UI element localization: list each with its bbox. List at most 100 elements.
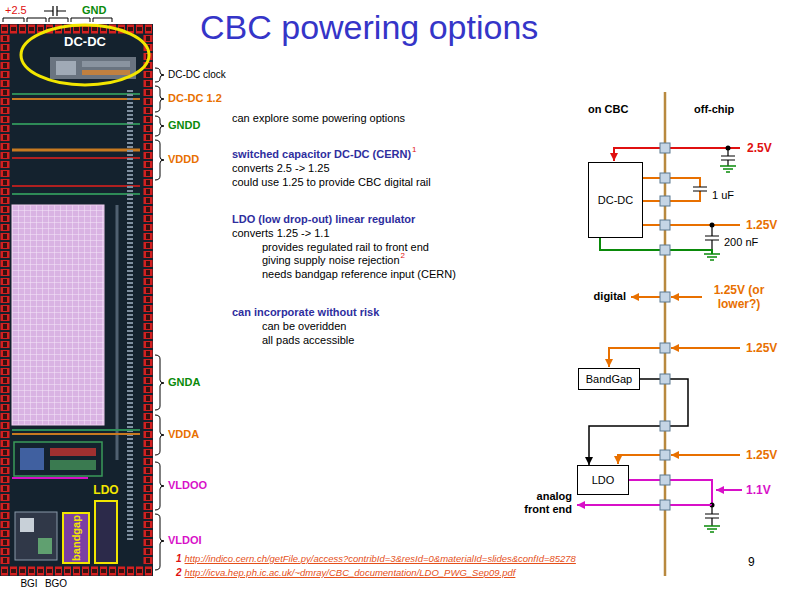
ground-symbol xyxy=(704,254,720,260)
chip-pad xyxy=(660,173,670,183)
supply-wire xyxy=(614,148,740,161)
pad-group-name: VDDA xyxy=(168,428,199,441)
frontend-circuit xyxy=(50,448,96,456)
slide-title: CBC powering options xyxy=(200,7,538,47)
page-number: 9 xyxy=(748,555,755,569)
pin-name: GND xyxy=(82,4,106,17)
regulated-wire xyxy=(577,504,712,506)
metal-track xyxy=(12,123,140,125)
rail-name: analog front end xyxy=(516,490,572,516)
node-label: BandGap xyxy=(586,373,632,385)
ldo-block-outline: LDO xyxy=(94,500,118,564)
pin-name: +2.5 xyxy=(5,4,27,17)
metal-track xyxy=(12,149,140,152)
footnote-number: 1 xyxy=(176,553,182,565)
capacitor-symbol xyxy=(721,148,735,166)
metal-track xyxy=(12,477,88,479)
pad-column xyxy=(144,35,153,565)
pad-row xyxy=(1,567,153,576)
supply-wire xyxy=(671,454,740,456)
chip-pad xyxy=(660,421,670,431)
ground-symbol xyxy=(704,526,720,532)
region-ellipse-outline xyxy=(21,25,149,85)
node-label: bandgap xyxy=(70,515,82,561)
capacitor-symbol xyxy=(705,505,719,526)
capacitor-value: 1 uF xyxy=(712,189,734,202)
pad-name: BGO xyxy=(45,578,67,590)
pad-group-name: VLDOI xyxy=(168,534,202,547)
column-heading: off-chip xyxy=(694,103,734,116)
voltage-label: 1.25V xyxy=(746,341,777,355)
pin-bracket xyxy=(3,18,112,22)
footnote-mark: 1 xyxy=(412,145,416,155)
frontend-circuit xyxy=(20,448,44,470)
dcdc-circuit xyxy=(56,61,76,75)
node-label: LDO xyxy=(592,474,615,486)
metal-track xyxy=(12,98,140,100)
metal-track xyxy=(12,429,140,431)
note-text: converts 2.5 -> 1.25 xyxy=(232,162,330,175)
chip-pad xyxy=(660,245,670,255)
note-text: can be overidden xyxy=(262,320,346,333)
chip-pad xyxy=(660,475,670,485)
supply-wire xyxy=(643,178,700,201)
supply-wire xyxy=(609,348,660,367)
metal-track xyxy=(12,157,140,159)
regulated-wire xyxy=(716,489,742,491)
pad-group-name: DC-DC clock xyxy=(168,69,226,81)
metal-track xyxy=(12,185,140,187)
bandgap-box: BandGap xyxy=(578,368,640,390)
reference-connector xyxy=(589,379,688,465)
supply-wire xyxy=(671,296,702,298)
metal-track xyxy=(127,90,133,540)
rail-name: digital xyxy=(594,290,626,303)
voltage-label: 1.25V xyxy=(746,218,777,232)
chip-pad xyxy=(660,196,670,206)
voltage-label: 1.1V xyxy=(746,483,771,497)
capacitor-value: 200 nF xyxy=(724,236,758,249)
pad-column xyxy=(146,35,150,565)
note-text: giving supply noise rejection xyxy=(262,254,400,267)
column-heading: on CBC xyxy=(588,103,628,116)
node-label: DC-DC xyxy=(598,194,633,206)
ldo-box: LDO xyxy=(577,465,629,495)
frontend-circuit xyxy=(50,460,96,470)
node-label: DC-DC xyxy=(62,34,108,49)
capacitor-symbol xyxy=(44,6,66,16)
section-heading: can incorporate without risk xyxy=(232,306,379,319)
supply-wire xyxy=(631,296,660,298)
pad-group-name: GNDA xyxy=(168,376,200,389)
chip-pad xyxy=(660,292,670,302)
note-text: could use 1.25 to provide CBC digital ra… xyxy=(232,176,431,189)
note-text: can explore some powering options xyxy=(232,112,405,125)
footnote-mark: 2 xyxy=(401,251,405,261)
voltage-label: 1.25V xyxy=(746,448,777,462)
chip-pad xyxy=(660,374,670,384)
chip-pad xyxy=(660,343,670,353)
pad-name: BGI xyxy=(20,578,37,590)
footnote-number: 2 xyxy=(176,567,182,579)
capacitor-symbol xyxy=(705,225,719,250)
dcdc-circuit xyxy=(50,57,136,79)
pad-row xyxy=(1,27,153,31)
supply-wire xyxy=(618,455,660,464)
metal-track xyxy=(12,193,140,195)
footnote-link: http://icva.hep.ph.ic.ac.uk/~dmray/CBC_d… xyxy=(185,567,516,578)
pad-column xyxy=(3,35,7,565)
voltage-label: 2.5V xyxy=(747,141,772,155)
bandgap-block-outline: bandgap xyxy=(62,512,90,564)
section-heading: LDO (low drop-out) linear regulator xyxy=(232,213,415,226)
pad-column xyxy=(1,35,10,565)
pad-bracket xyxy=(155,68,164,570)
voltage-label: 1.25V (or lower?) xyxy=(705,283,773,312)
dcdc-circuit xyxy=(82,61,130,67)
dcdc-circuit xyxy=(82,70,130,75)
pad-group-name: VLDOO xyxy=(168,479,207,492)
bias-circuit xyxy=(15,512,57,560)
footnote-link: http://indico.cern.ch/getFile.py/access?… xyxy=(185,553,576,564)
region-ellipse xyxy=(19,23,151,87)
chip-pad xyxy=(660,220,670,230)
frontend-circuit xyxy=(14,442,102,476)
capacitor-symbol xyxy=(693,187,707,191)
